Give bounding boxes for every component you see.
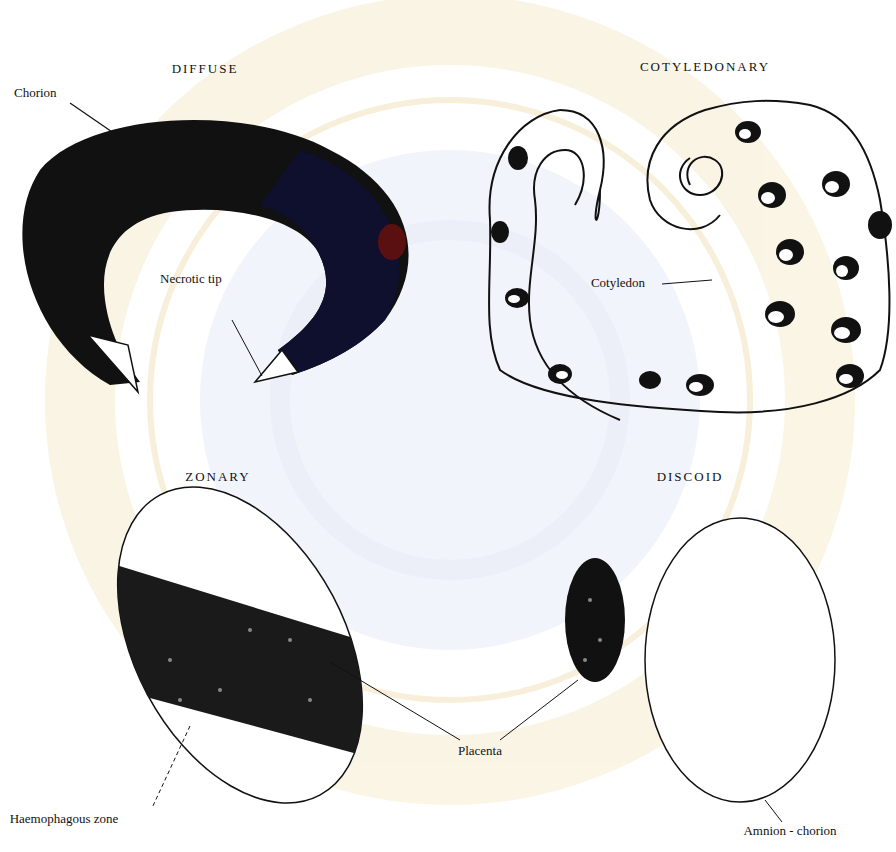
part-label: Placenta [440, 744, 520, 759]
part-label: Amnion - chorion [735, 824, 845, 839]
cotyledonary-placenta [489, 101, 889, 420]
type-heading: DISCOID [640, 470, 740, 485]
diffuse-placenta [22, 103, 408, 392]
type-heading: DIFFUSE [145, 62, 265, 77]
type-heading: ZONARY [168, 470, 268, 485]
discoid-placenta [500, 518, 835, 822]
part-label: Haemophagous zone [4, 812, 124, 827]
zonary-placenta [67, 446, 460, 845]
part-label: Cotyledon [578, 276, 658, 291]
cotyledons [491, 121, 892, 396]
part-label: Chorion [14, 86, 84, 101]
part-label: Necrotic tip [160, 272, 230, 287]
type-heading: COTYLEDONARY [620, 60, 790, 75]
